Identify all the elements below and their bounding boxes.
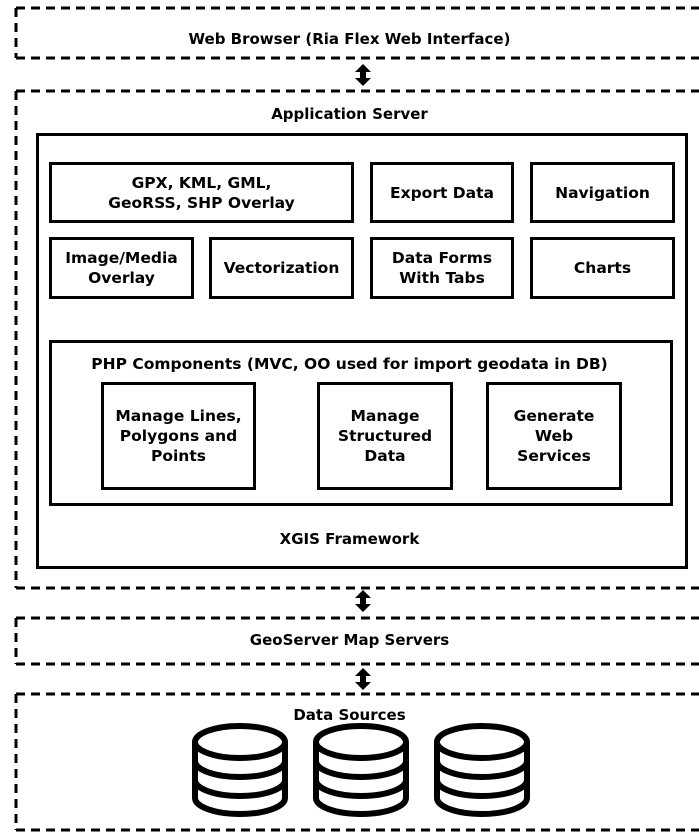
data-forms-label: Data Forms With Tabs <box>391 249 493 287</box>
double-arrow-icon <box>355 64 371 86</box>
image-media-overlay-label: Image/Media Overlay <box>65 249 178 287</box>
xgis-framework-box <box>36 133 688 569</box>
data-sources-label: Data Sources <box>293 706 406 724</box>
data-sources-layer-border <box>14 692 699 832</box>
navigation-label: Navigation <box>555 183 650 202</box>
data-forms-box: Data Forms With Tabs <box>370 237 514 299</box>
database-icon <box>434 723 530 817</box>
manage-lines-label: Manage Lines, Polygons and Points <box>115 407 242 465</box>
double-arrow-icon <box>355 590 371 612</box>
php-components-label: PHP Components (MVC, OO used for import … <box>91 355 608 373</box>
overlay-module-label: GPX, KML, GML, GeoRSS, SHP Overlay <box>108 173 295 212</box>
vectorization-box: Vectorization <box>209 237 354 299</box>
browser-layer-border <box>14 6 699 60</box>
web-browser-layer-label: Web Browser (Ria Flex Web Interface) <box>188 30 511 48</box>
navigation-box: Navigation <box>530 162 675 223</box>
database-icon <box>313 723 409 817</box>
export-data-box: Export Data <box>370 162 514 223</box>
vectorization-label: Vectorization <box>223 259 340 277</box>
geoserver-layer-label: GeoServer Map Servers <box>249 631 450 649</box>
generate-web-services-label: Generate Web Services <box>513 407 595 465</box>
manage-structured-data-label: Manage Structured Data <box>337 407 433 465</box>
xgis-framework-label: XGIS Framework <box>279 530 420 548</box>
export-data-label: Export Data <box>390 183 494 202</box>
manage-structured-data-box: Manage Structured Data <box>317 382 453 490</box>
application-server-label: Application Server <box>271 105 428 123</box>
charts-box: Charts <box>530 237 675 299</box>
geoserver-layer-border <box>14 616 699 666</box>
charts-label: Charts <box>573 259 632 277</box>
app-server-layer-border <box>14 89 699 590</box>
double-arrow-icon <box>355 668 371 690</box>
generate-web-services-box: Generate Web Services <box>486 382 622 490</box>
php-components-box <box>49 340 673 506</box>
database-icon <box>192 723 288 817</box>
manage-lines-box: Manage Lines, Polygons and Points <box>101 382 256 490</box>
overlay-module-box: GPX, KML, GML, GeoRSS, SHP Overlay <box>49 162 354 223</box>
image-media-overlay-box: Image/Media Overlay <box>49 237 194 299</box>
